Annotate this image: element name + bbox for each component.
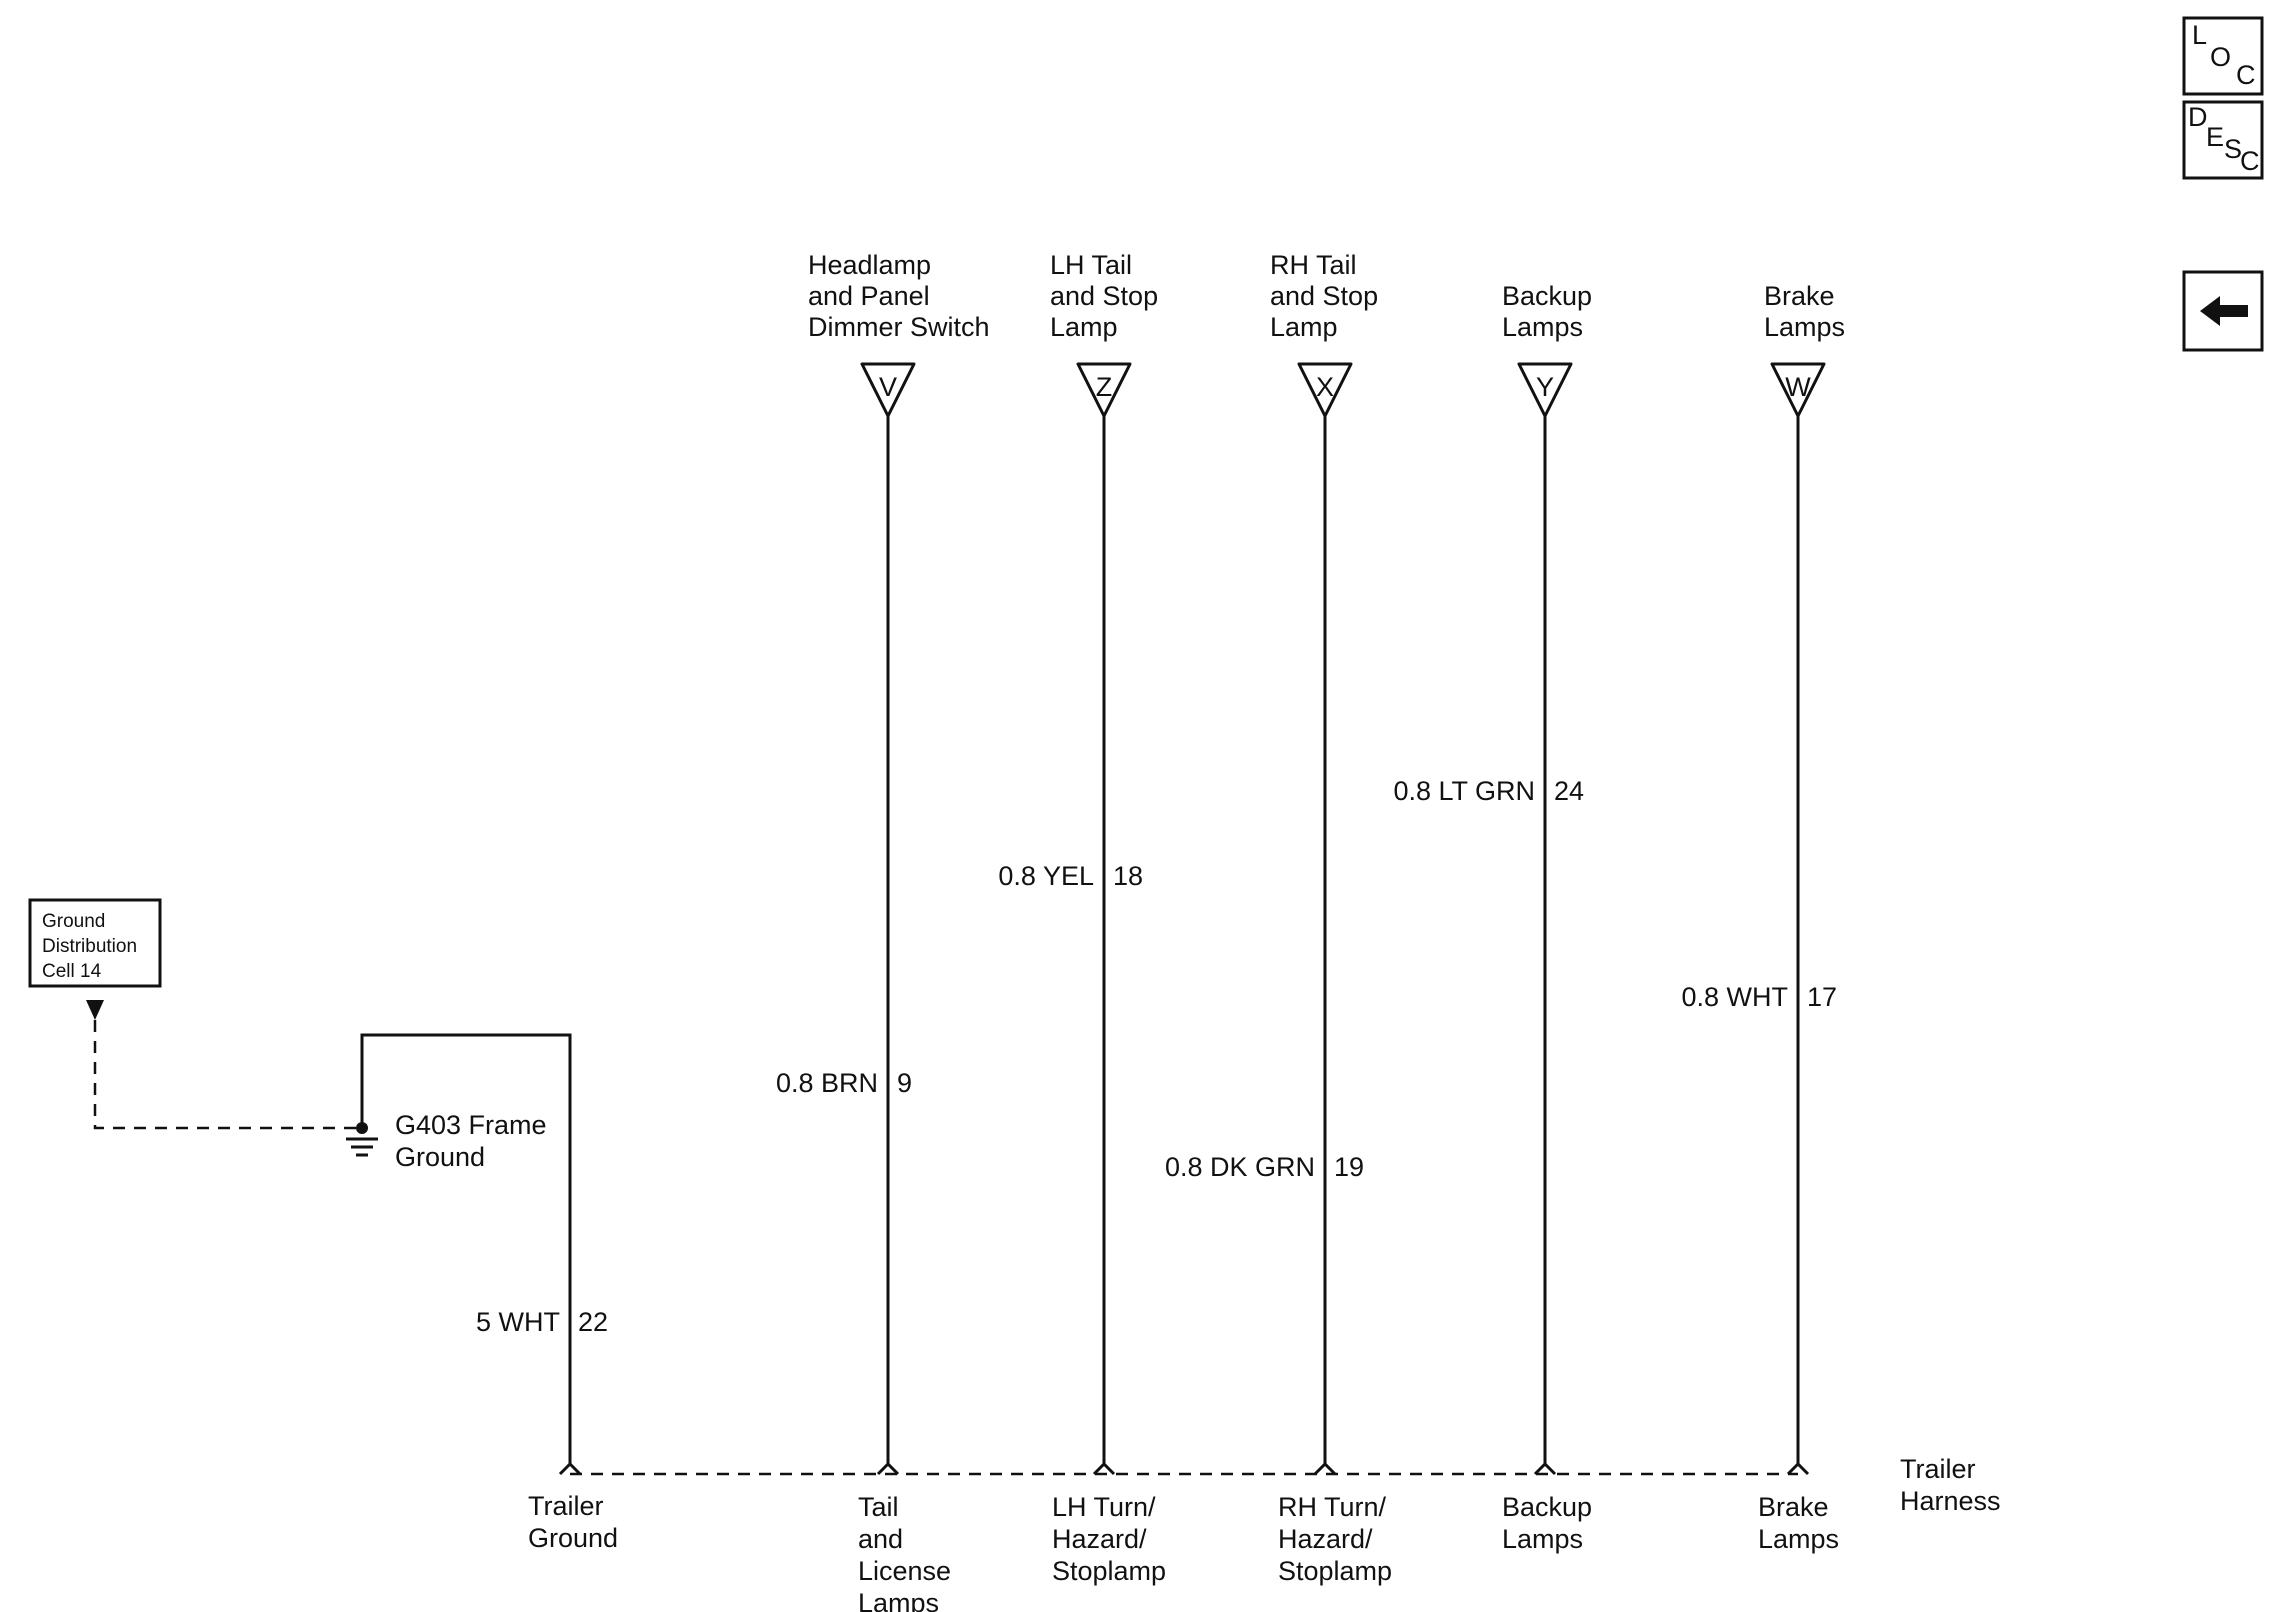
circuit-w-destination-label: Brake	[1758, 1492, 1829, 1522]
ground-reference-dashed-line	[93, 1020, 362, 1130]
ground-box-arrow	[86, 1000, 104, 1020]
ground-box-line1: Ground	[42, 911, 105, 932]
circuit-x-source-label: and Stop	[1270, 281, 1378, 311]
circuit-y-source-label: Lamps	[1502, 312, 1583, 342]
loc-o: O	[2210, 42, 2231, 72]
circuit-v-destination-label: License	[858, 1556, 951, 1586]
circuit-z-destination-label: Hazard/	[1052, 1524, 1147, 1554]
left-arrow-icon	[2200, 296, 2248, 326]
ground-box-line3: Cell 14	[42, 961, 102, 982]
circuit-z-source-label: Lamp	[1050, 312, 1118, 342]
circuit-v-source-label: Dimmer Switch	[808, 312, 990, 342]
ground-distribution-box[interactable]: Ground Distribution Cell 14	[28, 898, 162, 988]
desc-e: E	[2206, 122, 2224, 152]
circuit-x-pin-label: X	[1316, 372, 1334, 402]
desc-button[interactable]: D E S C	[2182, 100, 2264, 180]
circuit-z-source-label: LH Tail	[1050, 250, 1132, 280]
circuit-z-pin-label: Z	[1096, 372, 1113, 402]
circuit-v-terminal	[876, 1461, 900, 1476]
circuit-y-terminal	[1533, 1461, 1557, 1476]
circuit-v-destination-label: Lamps	[858, 1588, 939, 1612]
circuit-z-source-label: and Stop	[1050, 281, 1158, 311]
trailer-ground-wire-circuit: 22	[578, 1307, 608, 1337]
loc-l: L	[2192, 20, 2207, 50]
circuit-x-destination-label: RH Turn/	[1278, 1492, 1387, 1522]
circuit-w-source-label: Lamps	[1764, 312, 1845, 342]
circuit-w-pin-label: W	[1785, 372, 1811, 402]
trailer-ground-label-line2: Ground	[528, 1523, 618, 1553]
circuit-x-source-label: RH Tail	[1270, 250, 1357, 280]
circuit-x-destination-label: Stoplamp	[1278, 1556, 1392, 1586]
circuit-w-circuit-number: 17	[1807, 982, 1837, 1012]
circuit-w-wire-color: 0.8 WHT	[1681, 982, 1788, 1012]
circuit-w-terminal	[1786, 1461, 1810, 1476]
circuit-v-source-label: Headlamp	[808, 250, 931, 280]
circuit-x-connector[interactable]: X	[1297, 362, 1353, 418]
circuit-v-pin-label: V	[879, 372, 897, 402]
circuit-z-destination-label: LH Turn/	[1052, 1492, 1156, 1522]
desc-d: D	[2188, 102, 2208, 132]
trailer-ground-terminal	[558, 1461, 582, 1476]
desc-s: S	[2224, 134, 2242, 164]
trailer-ground-wire	[360, 1033, 572, 1464]
circuit-x-source-label: Lamp	[1270, 312, 1338, 342]
ground-box-line2: Distribution	[42, 936, 137, 957]
ground-label-line1: G403 Frame	[395, 1110, 547, 1140]
circuit-y-destination-label: Backup	[1502, 1492, 1592, 1522]
circuit-z-wire-color: 0.8 YEL	[998, 861, 1094, 891]
circuit-v-destination-label: Tail	[858, 1492, 899, 1522]
circuit-y-source-label: Backup	[1502, 281, 1592, 311]
ground-label-line2: Ground	[395, 1142, 485, 1172]
circuit-w-source-label: Brake	[1764, 281, 1835, 311]
circuit-x-wire-color: 0.8 DK GRN	[1165, 1152, 1315, 1182]
circuit-v-connector[interactable]: V	[860, 362, 916, 418]
harness-label-line2: Harness	[1900, 1486, 2001, 1516]
circuit-x-terminal	[1313, 1461, 1337, 1476]
circuit-x-destination-label: Hazard/	[1278, 1524, 1373, 1554]
circuit-v-circuit-number: 9	[897, 1068, 912, 1098]
circuit-y-pin-label: Y	[1536, 372, 1554, 402]
circuit-x-circuit-number: 19	[1334, 1152, 1364, 1182]
circuit-y-wire-color: 0.8 LT GRN	[1393, 776, 1535, 806]
back-button[interactable]	[2182, 270, 2264, 352]
circuit-z-terminal	[1092, 1461, 1116, 1476]
circuit-y-destination-label: Lamps	[1502, 1524, 1583, 1554]
circuit-w-destination-label: Lamps	[1758, 1524, 1839, 1554]
trailer-ground-label-line1: Trailer	[528, 1491, 604, 1521]
trailer-ground-wire-color: 5 WHT	[476, 1307, 560, 1337]
circuit-w-connector[interactable]: W	[1770, 362, 1826, 418]
circuit-y-connector[interactable]: Y	[1517, 362, 1573, 418]
circuit-v-destination-label: and	[858, 1524, 903, 1554]
circuit-v-wire-color: 0.8 BRN	[776, 1068, 878, 1098]
circuit-y-circuit-number: 24	[1554, 776, 1584, 806]
loc-c: C	[2236, 60, 2256, 90]
circuit-z-circuit-number: 18	[1113, 861, 1143, 891]
circuit-v-source-label: and Panel	[808, 281, 930, 311]
desc-c: C	[2240, 146, 2260, 176]
circuit-z-destination-label: Stoplamp	[1052, 1556, 1166, 1586]
harness-label-line1: Trailer	[1900, 1454, 1976, 1484]
loc-button[interactable]: L O C	[2182, 16, 2264, 96]
circuit-z-connector[interactable]: Z	[1076, 362, 1132, 418]
